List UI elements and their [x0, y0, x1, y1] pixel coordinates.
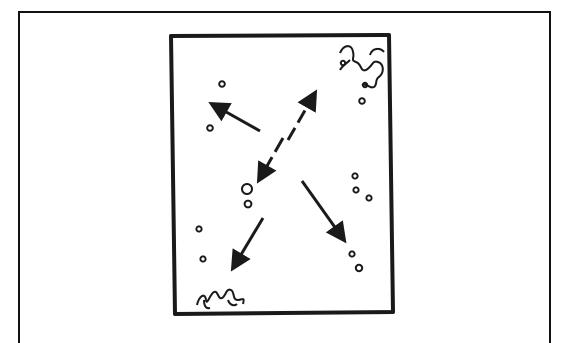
inner-page-border	[171, 35, 393, 314]
